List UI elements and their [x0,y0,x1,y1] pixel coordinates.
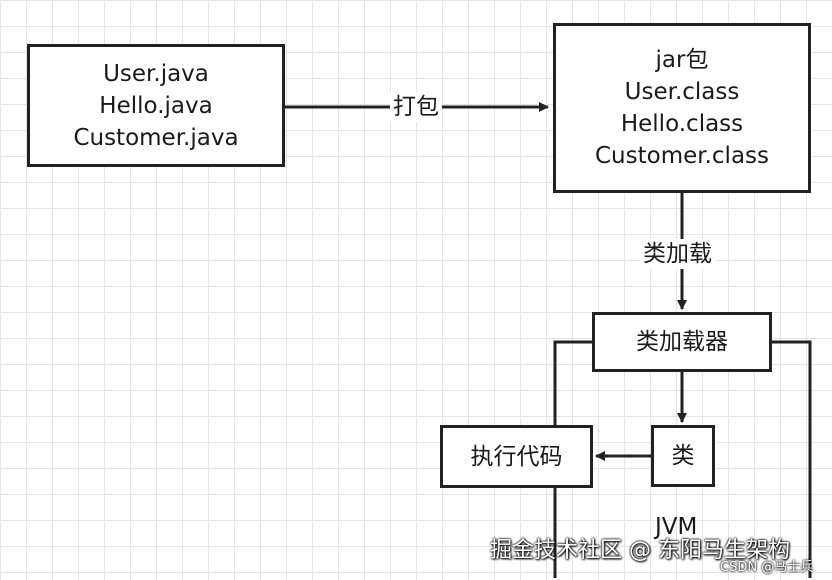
source-file-hello: Hello.java [99,92,213,119]
class-loading-edge-label: 类加载 [640,239,715,269]
class-loader-box: 类加载器 [592,312,772,372]
execute-code-box: 执行代码 [440,425,593,488]
source-files-box: User.java Hello.java Customer.java [27,44,285,167]
source-file-user: User.java [103,60,209,87]
class-loader-label: 类加载器 [636,329,728,355]
jar-box: jar包 User.class Hello.class Customer.cla… [553,23,811,193]
watermark-main: 掘金技术社区 @ 东阳马生架构 [490,538,790,563]
package-edge-label: 打包 [390,92,442,122]
watermark-sub: CSDN @马士兵 [720,560,814,575]
class-box: 类 [651,425,715,487]
execute-code-label: 执行代码 [470,443,563,470]
jvm-label: JVM [655,514,698,540]
jar-file-user: User.class [624,79,740,105]
jar-file-hello: Hello.class [620,111,744,137]
source-file-customer: Customer.java [73,124,239,151]
jvm-container-boundary [553,340,812,578]
jar-file-customer: Customer.class [594,143,770,169]
class-label: 类 [671,443,695,469]
jar-title: jar包 [655,47,709,73]
